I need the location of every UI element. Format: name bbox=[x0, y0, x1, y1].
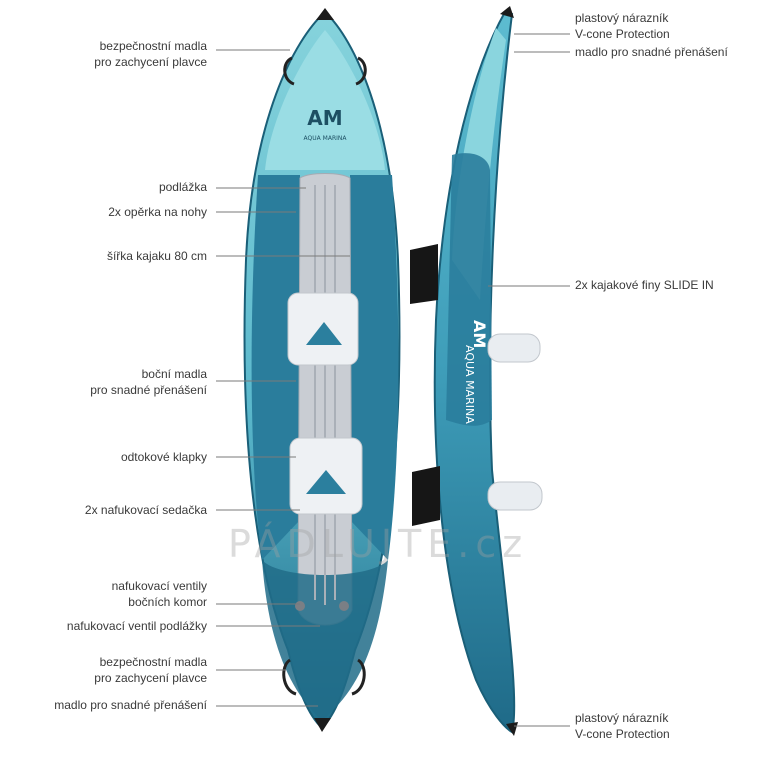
svg-text:AM: AM bbox=[470, 320, 489, 348]
label-seats: 2x nafukovací sedačka bbox=[84, 503, 207, 517]
leader-lines bbox=[216, 33, 570, 727]
watermark-text: PÁDLUJTE.cz bbox=[228, 522, 529, 566]
label-drain-flaps: odtokové klapky bbox=[120, 450, 207, 464]
svg-text:AQUA MARINA: AQUA MARINA bbox=[463, 345, 476, 424]
label-floor: podlážka bbox=[158, 180, 207, 194]
svg-text:AM: AM bbox=[307, 106, 342, 130]
label-carry-handle-bottom: madlo pro snadné přenášení bbox=[54, 698, 207, 712]
label-floor-valve: nafukovací ventil podlážky bbox=[66, 619, 207, 633]
svg-text:AQUA MARINA: AQUA MARINA bbox=[304, 135, 348, 142]
top-view-hull: AM AQUA MARINA bbox=[243, 8, 401, 732]
label-carry-handle-top: madlo pro snadné přenášení bbox=[575, 45, 728, 59]
label-width: šířka kajaku 80 cm bbox=[106, 249, 207, 263]
side-view-hull: AM AQUA MARINA bbox=[410, 6, 543, 736]
label-fins: 2x kajakové finy SLIDE IN bbox=[575, 278, 714, 292]
label-footrest: 2x opěrka na nohy bbox=[108, 205, 207, 219]
